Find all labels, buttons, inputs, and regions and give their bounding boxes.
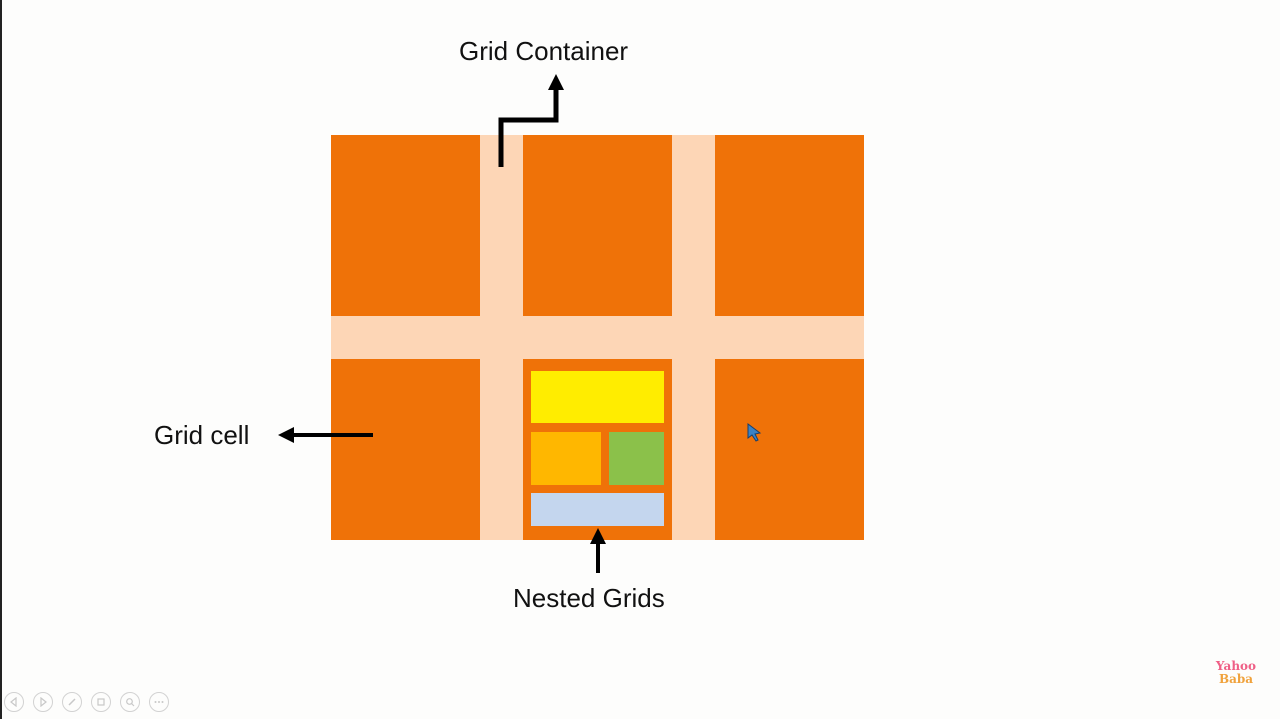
- previous-icon[interactable]: [4, 692, 24, 712]
- next-icon[interactable]: [33, 692, 53, 712]
- zoom-icon[interactable]: [120, 692, 140, 712]
- nested-item-right: [609, 432, 664, 485]
- grid-cell: [331, 135, 480, 316]
- nested-grid-cell: [523, 359, 672, 540]
- grid-cell-label: Grid cell: [154, 420, 250, 450]
- slideshow-toolbar: [4, 692, 169, 714]
- mouse-cursor-icon: [747, 423, 762, 442]
- nested-item-header: [531, 371, 664, 423]
- nested-grids-label: Nested Grids: [513, 583, 665, 613]
- yahoo-baba-logo: Yahoo Baba: [1214, 660, 1258, 690]
- logo-line-2: Baba: [1218, 672, 1254, 686]
- grid-container: [331, 135, 864, 540]
- grid-container-arrow: [498, 74, 564, 167]
- logo-line-1: Yahoo: [1215, 659, 1257, 673]
- slide-edge: [0, 0, 2, 719]
- pen-icon[interactable]: [62, 692, 82, 712]
- grid-cell-arrow: [278, 427, 373, 443]
- nested-item-footer: [531, 493, 664, 526]
- nested-item-left: [531, 432, 601, 485]
- grid-cell: [523, 135, 672, 316]
- slides-icon[interactable]: [91, 692, 111, 712]
- more-icon[interactable]: [149, 692, 169, 712]
- nested-grids-arrow: [590, 528, 606, 573]
- grid-cell: [715, 359, 864, 540]
- grid-cell: [715, 135, 864, 316]
- grid-cell: [331, 359, 480, 540]
- grid-container-label: Grid Container: [459, 36, 629, 66]
